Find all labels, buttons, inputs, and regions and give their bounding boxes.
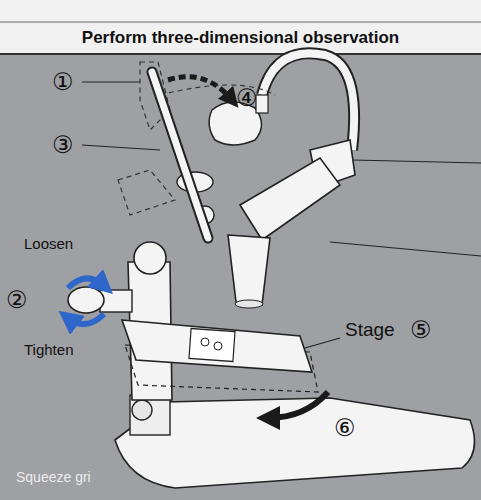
- stage-rotate-arrow: [268, 392, 328, 418]
- action-label: Tighten: [24, 342, 73, 357]
- callout-number: ①: [52, 70, 74, 94]
- tension-knob: [68, 287, 104, 313]
- objective: [228, 235, 270, 305]
- note-text: Squeeze gri: [16, 470, 91, 484]
- fine-knob: [132, 400, 152, 420]
- leader-line: [82, 145, 160, 150]
- leader-line: [305, 338, 340, 348]
- tilt-arrow: [168, 77, 232, 100]
- body-tube: [240, 158, 340, 240]
- title-band: [0, 0, 481, 54]
- part-name: Stage: [345, 320, 395, 339]
- callout-number: ③: [52, 133, 74, 157]
- stage-plate: [122, 320, 312, 372]
- leader-line: [82, 81, 140, 82]
- loosen-arrow: [68, 278, 104, 288]
- tilt-rod: [152, 72, 208, 238]
- leader-line: [352, 160, 481, 163]
- tighten-arrow: [68, 314, 104, 324]
- action-label: Loosen: [24, 236, 73, 251]
- title: Perform three-dimensional observation: [82, 29, 399, 46]
- callout-number: ④: [236, 86, 258, 110]
- callout-number: ②: [6, 288, 28, 312]
- callout-number: ⑤: [410, 318, 432, 342]
- callout-number: ⑥: [334, 416, 356, 440]
- leader-line: [330, 242, 481, 256]
